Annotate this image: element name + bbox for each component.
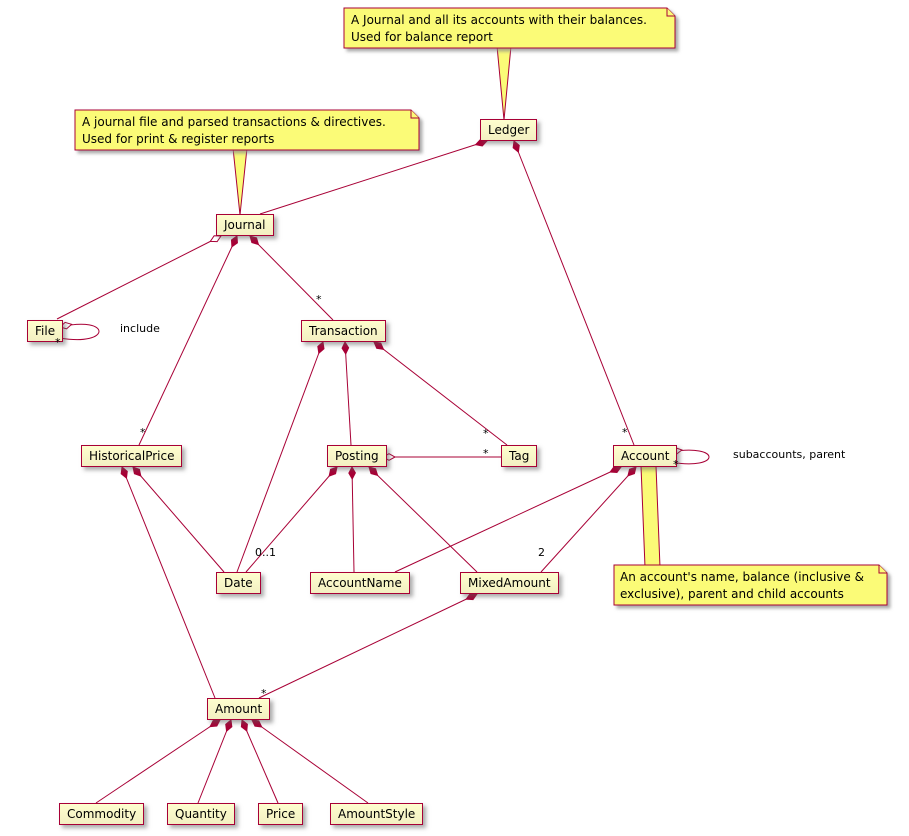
class-date: Date [216, 572, 261, 594]
class-transaction-label: Transaction [309, 324, 378, 338]
mult-account-loop: * [673, 458, 679, 471]
note-shape-ledger [343, 7, 676, 49]
class-historicalprice-label: HistoricalPrice [89, 449, 175, 463]
class-mixedamount: MixedAmount [460, 572, 559, 594]
class-amount-label: Amount [215, 702, 263, 716]
note-account: An account's name, balance (inclusive & … [620, 570, 864, 602]
class-tag: Tag [501, 445, 538, 467]
edge-account-mixedamount [540, 467, 636, 573]
edge-posting-date [245, 467, 337, 573]
edge-posting-mixedamount [369, 467, 478, 573]
edge-historicalprice-date [133, 467, 225, 573]
edge-amount-commodity [95, 720, 220, 804]
class-journal: Journal [216, 214, 274, 236]
mult-transaction-tag: * [483, 427, 489, 440]
mult-mixedamount-amount: * [261, 687, 267, 700]
class-posting-label: Posting [335, 449, 379, 463]
note-connector-journal [232, 147, 248, 216]
class-posting: Posting [327, 445, 387, 467]
edge-account-self-loop [670, 450, 710, 465]
edge-journal-transaction [250, 236, 334, 321]
edge-posting-accountname [352, 467, 354, 573]
edge-mixedamount-amount [258, 594, 477, 699]
edge-amount-price [242, 720, 279, 804]
class-file: File [27, 320, 64, 342]
class-amountstyle: AmountStyle [330, 803, 424, 825]
edge-file-include-loop [60, 324, 100, 340]
class-price: Price [258, 803, 304, 825]
class-quantity-label: Quantity [175, 807, 227, 821]
note-connector-account [640, 465, 661, 568]
edge-historicalprice-amount [122, 467, 216, 699]
class-tag-label: Tag [509, 449, 530, 463]
class-accountname-label: AccountName [318, 576, 402, 590]
class-mixedamount-label: MixedAmount [468, 576, 551, 590]
class-file-label: File [35, 324, 56, 338]
note-journal: A journal file and parsed transactions &… [82, 115, 386, 147]
class-accountname: AccountName [310, 572, 410, 594]
class-journal-label: Journal [224, 218, 266, 232]
edge-ledger-account [514, 141, 635, 446]
class-account-label: Account [621, 449, 670, 463]
edge-amount-quantity [197, 720, 231, 804]
class-amountstyle-label: AmountStyle [338, 807, 416, 821]
label-include: include [120, 322, 160, 335]
class-ledger-label: Ledger [488, 123, 530, 137]
class-amount: Amount [207, 698, 271, 720]
class-account: Account [613, 445, 678, 467]
class-quantity: Quantity [167, 803, 235, 825]
class-date-label: Date [224, 576, 253, 590]
class-ledger: Ledger [480, 119, 538, 141]
edge-journal-file [56, 236, 221, 320]
mult-journal-historicalprice: * [140, 426, 146, 439]
class-commodity-label: Commodity [67, 807, 137, 821]
mult-file-loop: * [55, 336, 61, 349]
edge-transaction-date [236, 342, 323, 573]
class-historicalprice: HistoricalPrice [81, 445, 183, 467]
edge-ledger-journal [259, 141, 487, 215]
mult-journal-transaction: * [316, 293, 322, 306]
note-ledger: A Journal and all its accounts with thei… [351, 13, 647, 45]
class-commodity: Commodity [59, 803, 145, 825]
class-transaction: Transaction [301, 320, 386, 342]
mult-transaction-date: 0..1 [255, 546, 276, 559]
edge-transaction-tag [374, 342, 508, 446]
mult-account-mixedamount: 2 [538, 546, 545, 559]
edge-account-accountname [394, 467, 621, 573]
edge-transaction-posting [345, 342, 352, 446]
note-connector-ledger [496, 45, 512, 121]
edge-amount-amountstyle [252, 720, 369, 804]
mult-posting-tag: * [483, 447, 489, 460]
class-price-label: Price [266, 807, 296, 821]
note-shape-account [613, 564, 888, 606]
mult-ledger-account: * [622, 426, 628, 439]
note-shape-journal [74, 109, 420, 151]
label-subaccounts-parent: subaccounts, parent [733, 448, 846, 461]
edge-journal-historicalprice [138, 236, 237, 446]
